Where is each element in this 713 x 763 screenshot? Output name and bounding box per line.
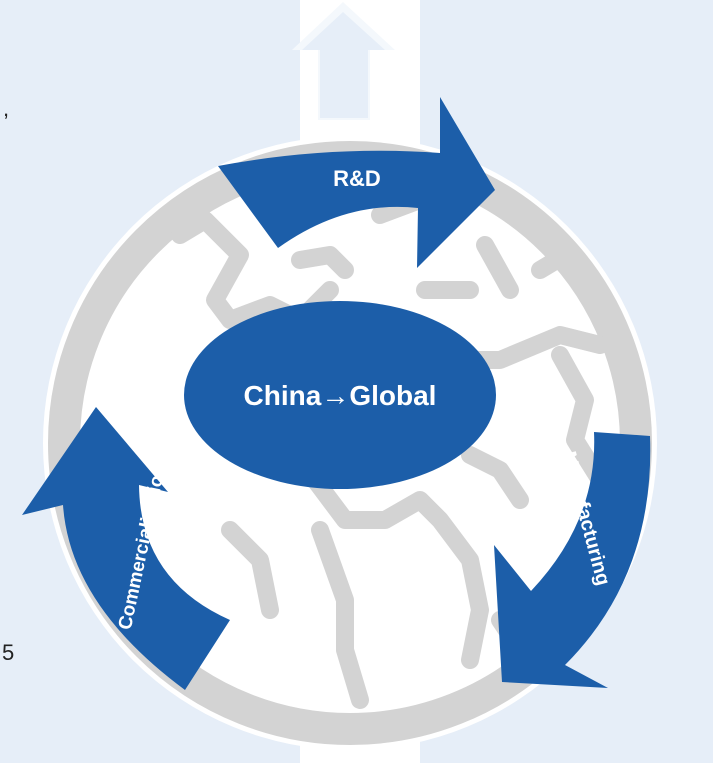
rnd-stage-label: R&D xyxy=(333,166,381,191)
edge-text-fragment-top: , xyxy=(3,96,10,121)
edge-text-fragment-bottom: 5 xyxy=(2,640,15,665)
center-label: China→Global xyxy=(244,380,437,411)
center-node: China→Global xyxy=(184,301,496,489)
rnd-stage-arrow: R&D xyxy=(218,97,495,268)
up-arrow-icon xyxy=(292,2,395,120)
